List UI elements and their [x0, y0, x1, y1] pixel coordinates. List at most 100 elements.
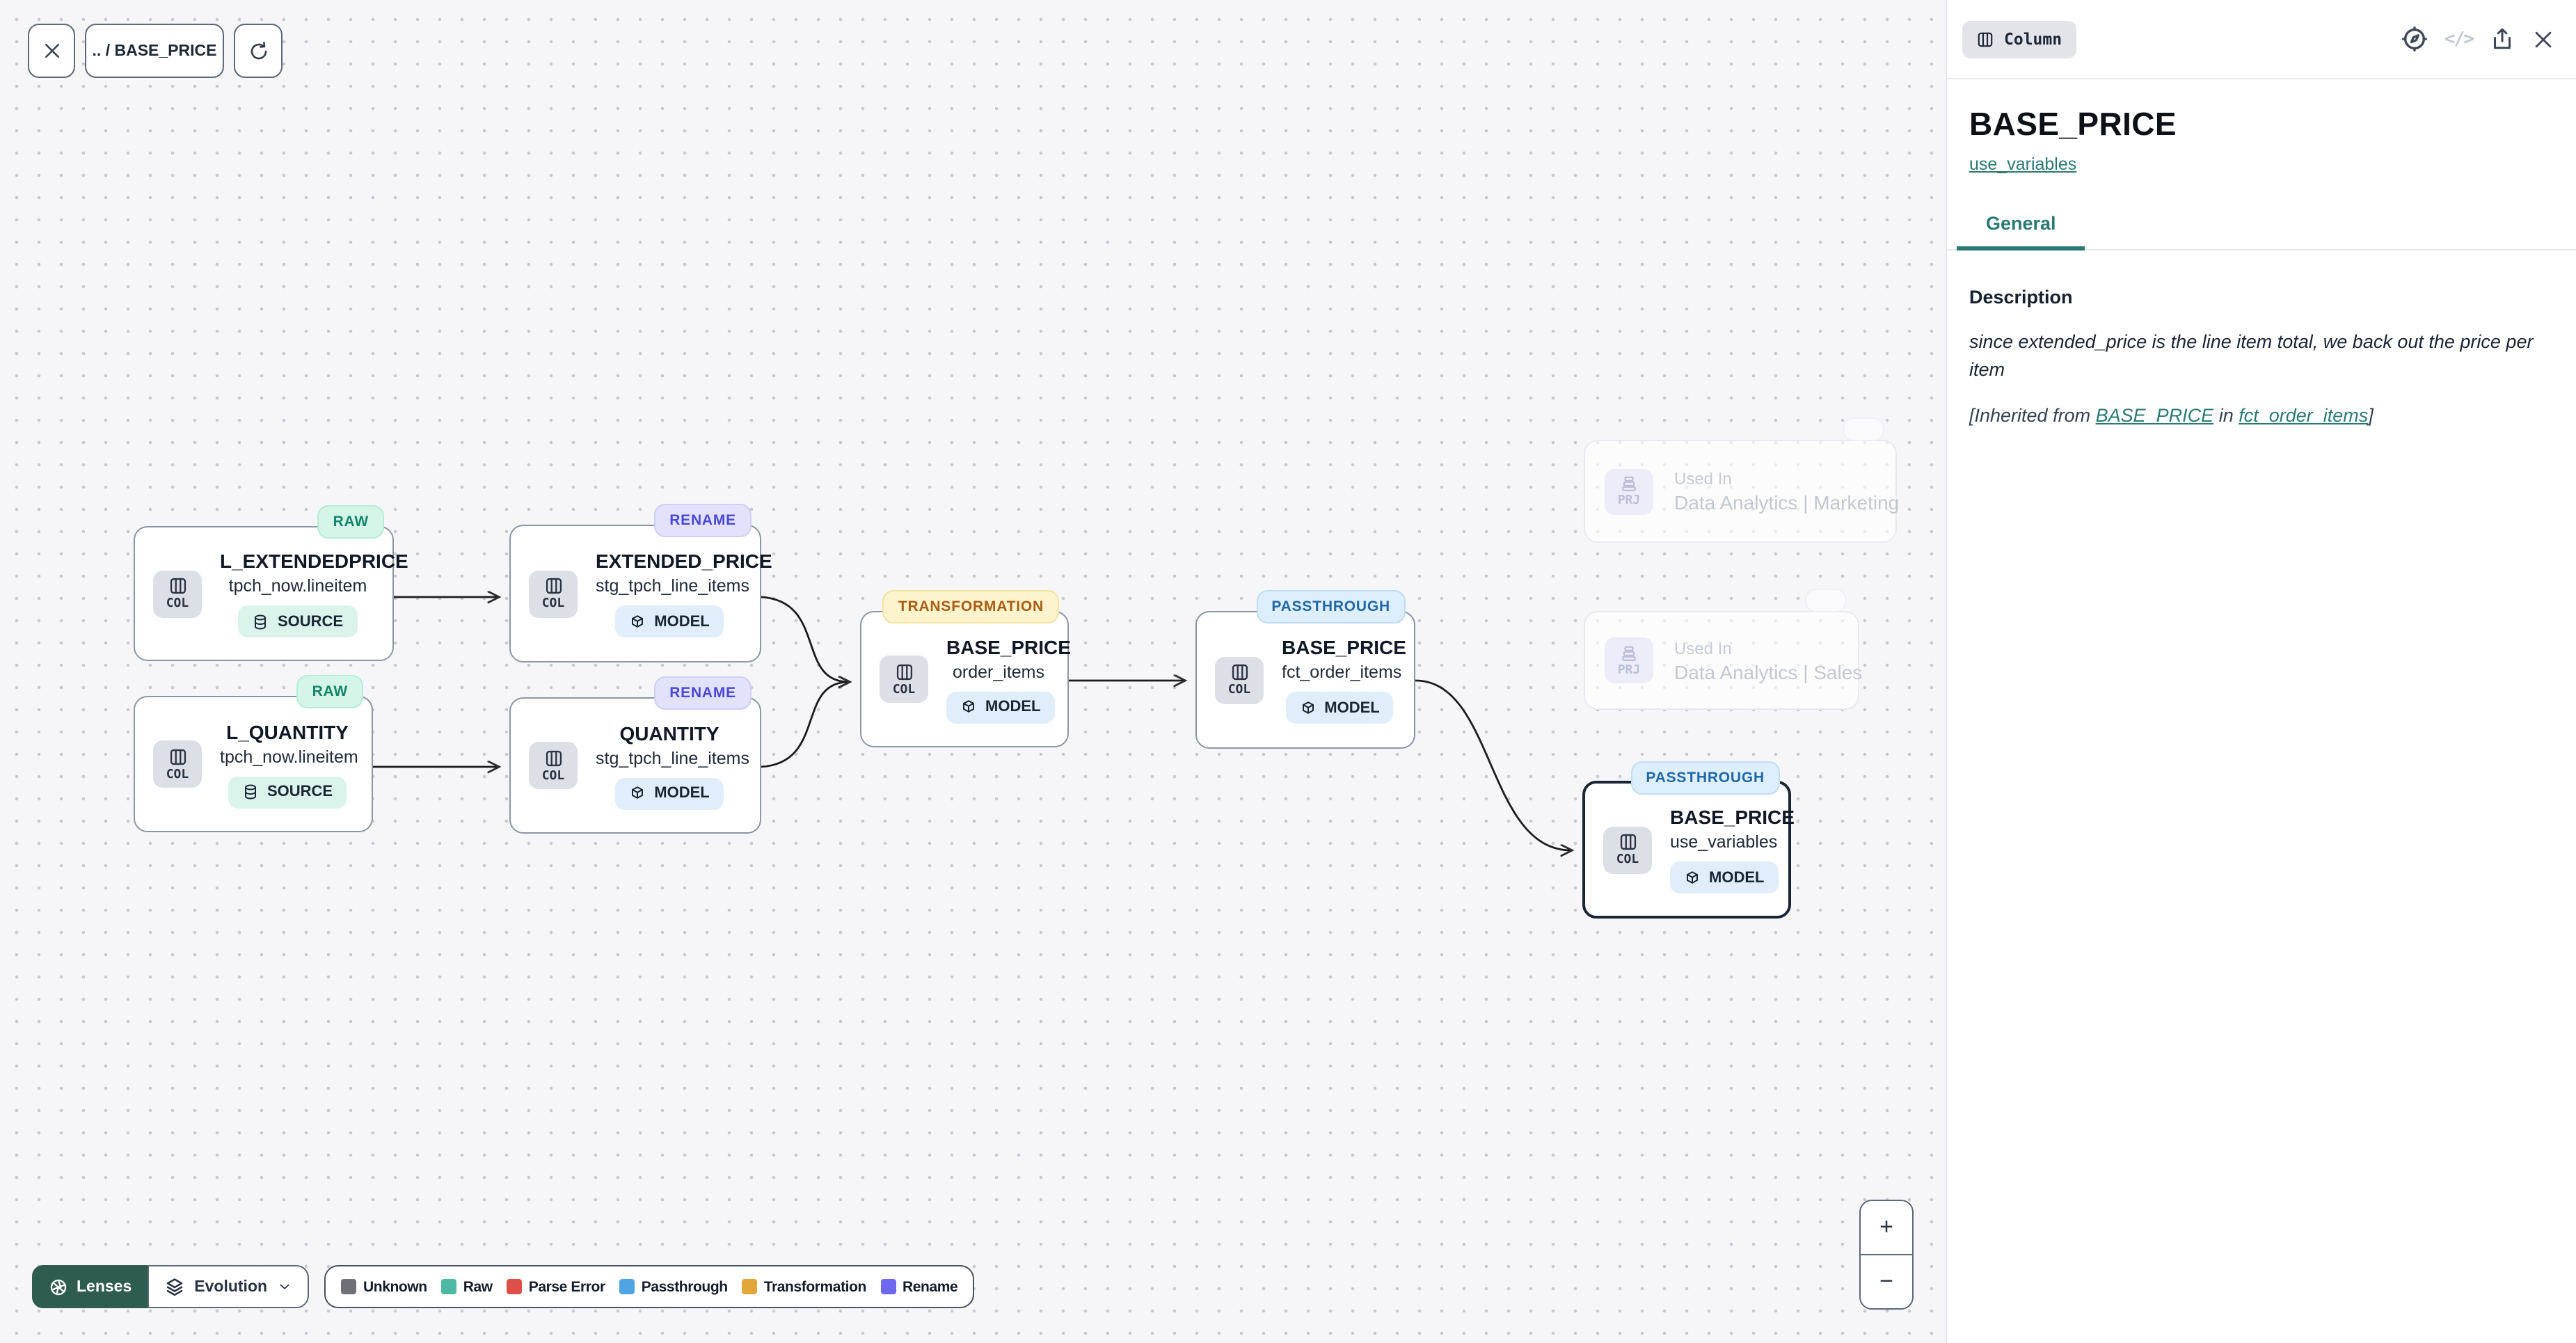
node-subtitle: stg_tpch_line_items: [596, 748, 749, 768]
refresh-icon: [250, 41, 267, 59]
column-icon: [896, 663, 912, 680]
inherited-middle: in: [2213, 405, 2239, 427]
node-subtitle: stg_tpch_line_items: [596, 576, 749, 596]
asset-type-chip: MODEL: [615, 777, 724, 809]
legend-swatch: [440, 1279, 456, 1294]
legend-item: Passthrough: [619, 1278, 728, 1295]
explore-button[interactable]: [2400, 25, 2428, 53]
lenses-control: Lenses Evolution: [32, 1265, 310, 1308]
lineage-edges: [373, 0, 1946, 1343]
lens-badge: RAW: [296, 675, 363, 708]
database-icon: [255, 614, 267, 629]
share-icon: [2494, 28, 2511, 49]
zoom-controls: + −: [1859, 1200, 1914, 1310]
legend-item: Parse Error: [506, 1278, 605, 1295]
close-icon: [45, 44, 58, 58]
inherited-column-link[interactable]: BASE_PRICE: [2095, 405, 2214, 427]
cube-icon: [632, 614, 644, 627]
lens-badge: RENAME: [654, 676, 752, 710]
close-icon: [2535, 31, 2552, 47]
zoom-out-button[interactable]: −: [1861, 1254, 1912, 1308]
asset-type-chip: MODEL: [615, 605, 724, 637]
faded-lens-badge: [1843, 418, 1884, 441]
used-in-name: Data Analytics | Marketing: [1674, 491, 1900, 514]
lenses-button-label: Lenses: [77, 1278, 132, 1295]
asset-type-chip: MODEL: [946, 691, 1055, 723]
lineage-canvas[interactable]: .. / BASE_PRICE RAW COL L_EXTENDEDPRICE …: [0, 0, 1946, 1343]
lineage-node-l-quantity[interactable]: RAW COL L_QUANTITY tpch_now.lineitem SOU…: [134, 675, 373, 832]
share-button[interactable]: [2490, 26, 2515, 51]
asset-type-chip: SOURCE: [238, 605, 358, 637]
used-in-label: Used In: [1674, 469, 1732, 488]
used-in-node-marketing[interactable]: PRJ Used In Data Analytics | Marketing: [1584, 418, 1900, 543]
legend-item: Transformation: [741, 1278, 866, 1295]
node-title: L_EXTENDEDPRICE: [220, 550, 408, 572]
breadcrumb[interactable]: .. / BASE_PRICE: [85, 24, 224, 78]
project-type-box: PRJ: [1605, 468, 1653, 514]
asset-type-chip: MODEL: [1285, 692, 1394, 724]
code-view-button[interactable]: </>: [2444, 29, 2474, 49]
node-title: BASE_PRICE: [1670, 806, 1795, 828]
lineage-node-quantity[interactable]: RENAME COL QUANTITY stg_tpch_line_items …: [509, 676, 761, 834]
column-type-box: COL: [529, 742, 578, 789]
node-title: BASE_PRICE: [946, 635, 1071, 658]
column-type-box: COL: [529, 570, 578, 617]
chevron-down-icon: [280, 1284, 289, 1289]
used-in-node-sales[interactable]: PRJ Used In Data Analytics | Sales: [1584, 589, 1862, 710]
panel-tabs: General: [1947, 213, 2576, 251]
node-subtitle: fct_order_items: [1282, 662, 1402, 682]
lens-legend: Unknown Raw Parse Error Passthrough Tran…: [324, 1265, 975, 1308]
legend-swatch: [619, 1279, 635, 1294]
lenses-button[interactable]: Lenses: [32, 1265, 149, 1308]
column-type-box: COL: [1215, 656, 1264, 704]
panel-header: Column </>: [1947, 0, 2576, 79]
node-subtitle: use_variables: [1670, 832, 1778, 852]
lens-badge: RENAME: [654, 504, 752, 537]
close-panel-button[interactable]: [2531, 27, 2555, 51]
project-icon: [1622, 645, 1636, 660]
lens-badge: PASSTHROUGH: [1630, 761, 1780, 795]
refresh-button[interactable]: [234, 24, 283, 78]
column-type-box: COL: [1603, 826, 1652, 873]
lens-selector-dropdown[interactable]: Evolution: [147, 1265, 310, 1308]
tab-general[interactable]: General: [1957, 213, 2085, 251]
model-link[interactable]: use_variables: [1969, 154, 2077, 174]
lens-badge: TRANSFORMATION: [882, 590, 1059, 623]
aperture-icon: [50, 1278, 67, 1295]
node-title: BASE_PRICE: [1282, 636, 1406, 658]
panel-title: BASE_PRICE: [1969, 106, 2177, 142]
legend-swatch: [506, 1279, 522, 1294]
legend-item: Raw: [440, 1278, 493, 1295]
column-icon: [1231, 664, 1248, 681]
legend-swatch: [880, 1279, 896, 1294]
column-type-box: COL: [153, 740, 202, 788]
lineage-node-base-price-use-variables[interactable]: PASSTHROUGH COL BASE_PRICE use_variables…: [1582, 761, 1795, 919]
cube-icon: [632, 786, 644, 799]
inherited-note: [Inherited from BASE_PRICE in fct_order_…: [1969, 405, 2554, 426]
node-title: QUANTITY: [619, 722, 719, 744]
inherited-model-link[interactable]: fct_order_items: [2239, 405, 2369, 427]
lineage-node-l-extendedprice[interactable]: RAW COL L_EXTENDEDPRICE tpch_now.lineite…: [134, 505, 408, 661]
database-icon: [244, 784, 256, 800]
lineage-node-base-price-order-items[interactable]: TRANSFORMATION COL BASE_PRICE order_item…: [860, 590, 1071, 747]
column-icon: [545, 578, 562, 594]
close-lineage-button[interactable]: [28, 24, 75, 78]
zoom-in-button[interactable]: +: [1879, 1214, 1893, 1240]
details-panel: Column </> BA: [1946, 0, 2576, 1343]
column-icon: [545, 749, 562, 766]
legend-item: Unknown: [341, 1278, 427, 1295]
description-heading: Description: [1969, 287, 2073, 308]
used-in-label: Used In: [1674, 638, 1732, 658]
inherited-suffix: ]: [2368, 405, 2374, 427]
cube-icon: [1687, 871, 1698, 883]
legend-item: Rename: [880, 1278, 958, 1295]
faded-lens-badge: [1805, 589, 1847, 612]
column-icon: [1619, 834, 1636, 850]
lineage-node-base-price-fct-order-items[interactable]: PASSTHROUGH COL BASE_PRICE fct_order_ite…: [1195, 590, 1415, 749]
column-icon: [169, 578, 186, 594]
lineage-node-extended-price[interactable]: RENAME COL EXTENDED_PRICE stg_tpch_line_…: [509, 504, 772, 662]
inherited-prefix: [Inherited from: [1969, 405, 2096, 427]
cube-icon: [963, 700, 974, 713]
node-title: EXTENDED_PRICE: [596, 550, 772, 572]
